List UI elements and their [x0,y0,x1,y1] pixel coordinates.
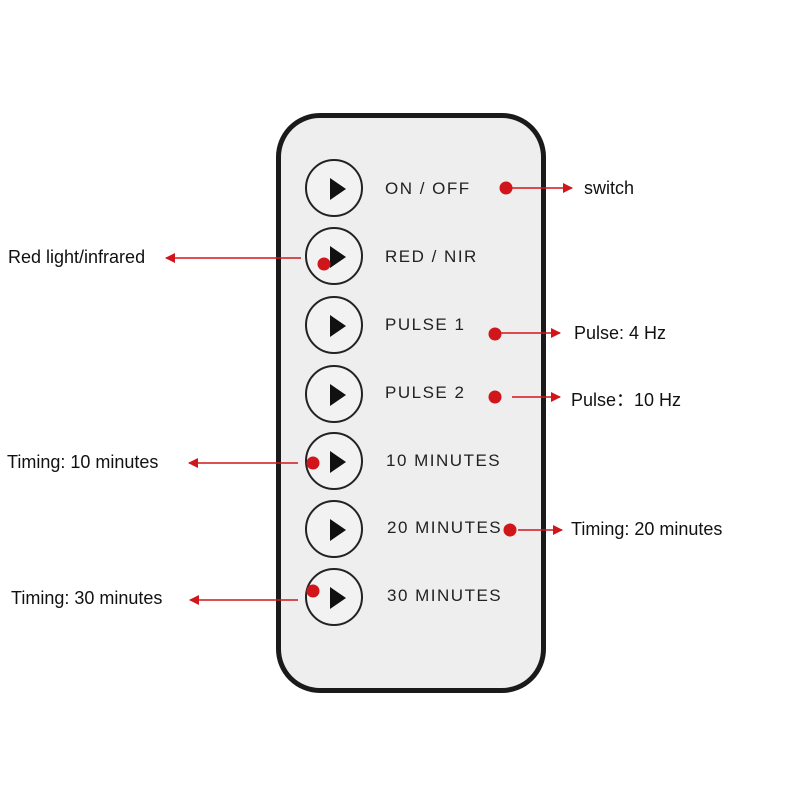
red-nir-label: RED / NIR [385,247,478,266]
switch-marker-dot [499,181,513,195]
timing-30-callout: Timing: 30 minutes [11,588,163,608]
timing-20-marker-dot [503,523,517,537]
timing-10-callout: Timing: 10 minutes [7,452,159,472]
pulse-1-button[interactable] [305,296,363,354]
pulse-2-label: PULSE 2 [385,383,466,402]
on-off-button[interactable] [305,159,363,217]
red-light-marker-dot [317,257,331,271]
pulse-2-callout: Pulse：10 Hz [571,390,682,410]
pulse-2-button[interactable] [305,365,363,423]
on-off-label: ON / OFF [385,179,471,198]
red-light-callout: Red light/infrared [8,247,146,267]
pulse-2-marker-dot [488,390,502,404]
timing-20-callout: Timing: 20 minutes [571,519,723,539]
red-nir-button[interactable] [305,227,363,285]
timing-10-marker-dot [306,456,320,470]
20-minutes-label: 20 MINUTES [387,518,503,537]
timing-30-marker-dot [306,584,320,598]
20-minutes-button[interactable] [305,500,363,558]
30-minutes-label: 30 MINUTES [387,586,503,605]
pulse-1-label: PULSE 1 [385,315,466,334]
10-minutes-label: 10 MINUTES [386,451,502,470]
switch-callout: switch [584,178,635,198]
pulse-1-callout: Pulse: 4 Hz [574,323,667,343]
pulse-1-marker-dot [488,327,502,341]
